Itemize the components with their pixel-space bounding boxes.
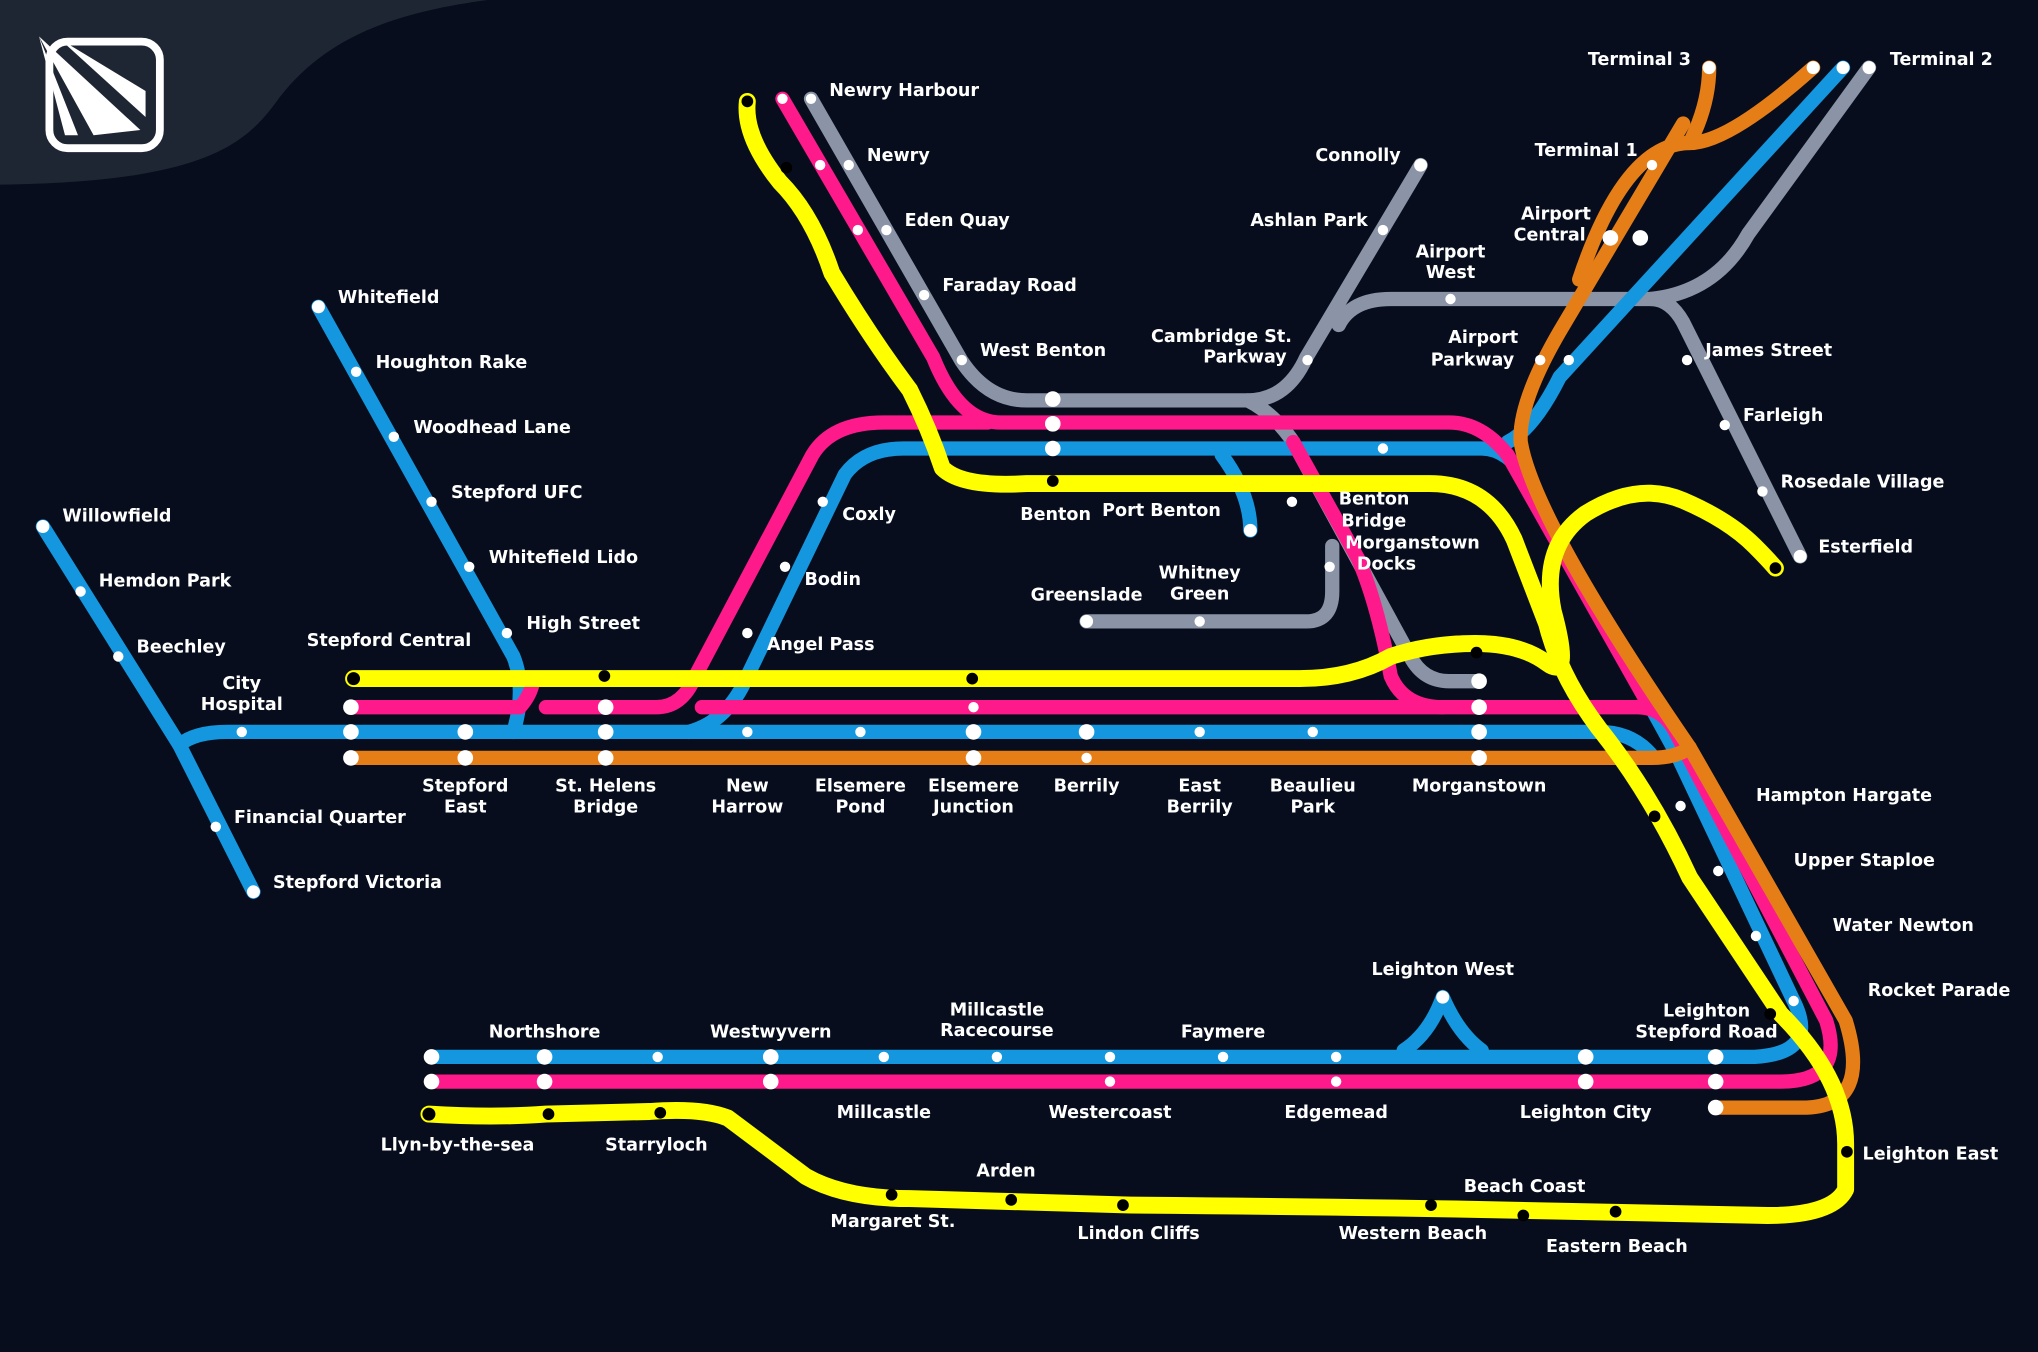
label-east-berrily-2: Berrily	[1167, 797, 1234, 817]
orange-line	[343, 60, 1861, 1115]
station-labels: Newry Harbour Newry Eden Quay Faraday Ro…	[62, 50, 2010, 1257]
label-city-hospital-2: Hospital	[201, 695, 283, 715]
label-elsemere-junction-1: Elsemere	[928, 777, 1019, 797]
label-airport-parkway-1: Airport	[1448, 328, 1518, 348]
label-benton: Benton	[1020, 505, 1091, 525]
label-willowfield: Willowfield	[62, 506, 171, 526]
label-financial-quarter: Financial Quarter	[234, 808, 406, 828]
label-leighton-stepford-road-2: Stepford Road	[1635, 1022, 1777, 1042]
label-leighton-east: Leighton East	[1863, 1145, 1999, 1165]
highlighted-route	[345, 92, 1855, 1224]
logo-panel	[0, 0, 488, 185]
label-westwyvern: Westwyvern	[710, 1022, 831, 1042]
label-houghton-rake: Houghton Rake	[376, 353, 528, 373]
label-farleigh: Farleigh	[1743, 406, 1823, 426]
label-beechley: Beechley	[136, 638, 226, 658]
label-new-harrow-2: Harrow	[711, 797, 783, 817]
label-stepford-ufc: Stepford UFC	[451, 483, 582, 503]
label-airport-central-2: Central	[1514, 225, 1586, 245]
label-stepford-east-1: Stepford	[422, 777, 508, 797]
label-leighton-west: Leighton West	[1371, 960, 1514, 980]
label-hampton-hargate: Hampton Hargate	[1756, 786, 1932, 806]
label-westercoast: Westercoast	[1048, 1103, 1171, 1123]
label-morganstown-docks-1: Morganstown	[1345, 534, 1480, 554]
label-new-harrow-1: New	[726, 777, 769, 797]
label-angel-pass: Angel Pass	[767, 635, 875, 655]
label-west-benton: West Benton	[980, 341, 1106, 361]
label-elsemere-pond-2: Pond	[835, 797, 885, 817]
label-eastern-beach: Eastern Beach	[1546, 1237, 1688, 1257]
label-esterfield: Esterfield	[1818, 537, 1913, 557]
label-stepford-central: Stepford Central	[307, 631, 472, 651]
label-east-berrily-1: East	[1178, 777, 1221, 797]
label-whitney-green-2: Green	[1170, 584, 1229, 604]
label-newry: Newry	[867, 146, 930, 166]
label-airport-parkway-2: Parkway	[1431, 350, 1515, 370]
label-newry-harbour: Newry Harbour	[829, 81, 979, 101]
label-stepford-east-2: East	[444, 797, 487, 817]
label-cambridge-st-parkway-1: Cambridge St.	[1151, 327, 1292, 347]
label-elsemere-pond-1: Elsemere	[815, 777, 906, 797]
label-arden: Arden	[976, 1161, 1035, 1181]
label-millcastle: Millcastle	[837, 1103, 932, 1123]
label-millcastle-racecourse-1: Millcastle	[950, 1000, 1045, 1020]
label-millcastle-racecourse-2: Racecourse	[940, 1021, 1054, 1041]
label-rocket-parade: Rocket Parade	[1868, 981, 2011, 1001]
label-airport-west-1: Airport	[1416, 242, 1486, 262]
label-port-benton: Port Benton	[1102, 501, 1221, 521]
label-whitefield: Whitefield	[338, 288, 440, 308]
label-beach-coast: Beach Coast	[1464, 1177, 1586, 1197]
label-rosedale-village: Rosedale Village	[1781, 472, 1945, 492]
label-connolly: Connolly	[1315, 146, 1401, 166]
label-st-helens-bridge-1: St. Helens	[555, 777, 656, 797]
label-margaret-st: Margaret St.	[830, 1212, 955, 1232]
label-hemdon-park: Hemdon Park	[99, 571, 232, 591]
label-lindon-cliffs: Lindon Cliffs	[1077, 1224, 1199, 1244]
label-berrily: Berrily	[1054, 777, 1121, 797]
label-ashlan-park: Ashlan Park	[1250, 211, 1368, 231]
label-airport-west-2: West	[1426, 263, 1475, 283]
label-woodhead-lane: Woodhead Lane	[413, 418, 571, 438]
label-morganstown: Morganstown	[1412, 777, 1547, 797]
label-beaulieu-park-1: Beaulieu	[1270, 777, 1356, 797]
label-terminal-2: Terminal 2	[1890, 50, 1993, 70]
label-faymere: Faymere	[1181, 1022, 1265, 1042]
label-terminal-3: Terminal 3	[1588, 50, 1691, 70]
label-edgemead: Edgemead	[1284, 1103, 1388, 1123]
label-llyn-by-the-sea: Llyn-by-the-sea	[381, 1135, 535, 1155]
label-bodin: Bodin	[805, 570, 861, 590]
label-airport-central-1: Airport	[1521, 205, 1591, 225]
label-city-hospital-1: City	[222, 674, 261, 694]
label-high-street: High Street	[526, 614, 640, 634]
label-greenslade: Greenslade	[1031, 586, 1143, 606]
label-beaulieu-park-2: Park	[1290, 797, 1335, 817]
station-markers	[36, 61, 1876, 1116]
label-morganstown-docks-2: Docks	[1357, 554, 1416, 574]
label-james-street: James Street	[1704, 341, 1832, 361]
label-stepford-victoria: Stepford Victoria	[273, 873, 442, 893]
label-coxly: Coxly	[842, 505, 896, 525]
label-upper-staploe: Upper Staploe	[1794, 851, 1935, 871]
label-water-newton: Water Newton	[1833, 916, 1974, 936]
label-terminal-1: Terminal 1	[1535, 141, 1638, 161]
label-leighton-stepford-road-1: Leighton	[1663, 1002, 1750, 1022]
label-elsemere-junction-2: Junction	[932, 797, 1014, 817]
label-faraday-road: Faraday Road	[942, 276, 1077, 296]
label-starryloch: Starryloch	[605, 1135, 707, 1155]
label-leighton-city: Leighton City	[1520, 1103, 1652, 1123]
label-northshore: Northshore	[489, 1022, 601, 1042]
label-whitney-green-1: Whitney	[1159, 563, 1242, 583]
label-st-helens-bridge-2: Bridge	[573, 797, 638, 817]
label-cambridge-st-parkway-2: Parkway	[1203, 348, 1287, 368]
label-western-beach: Western Beach	[1339, 1224, 1487, 1244]
label-whitefield-lido: Whitefield Lido	[489, 548, 638, 568]
label-eden-quay: Eden Quay	[905, 211, 1011, 231]
label-benton-bridge-1: Benton	[1339, 489, 1410, 509]
label-benton-bridge-2: Bridge	[1341, 511, 1406, 531]
